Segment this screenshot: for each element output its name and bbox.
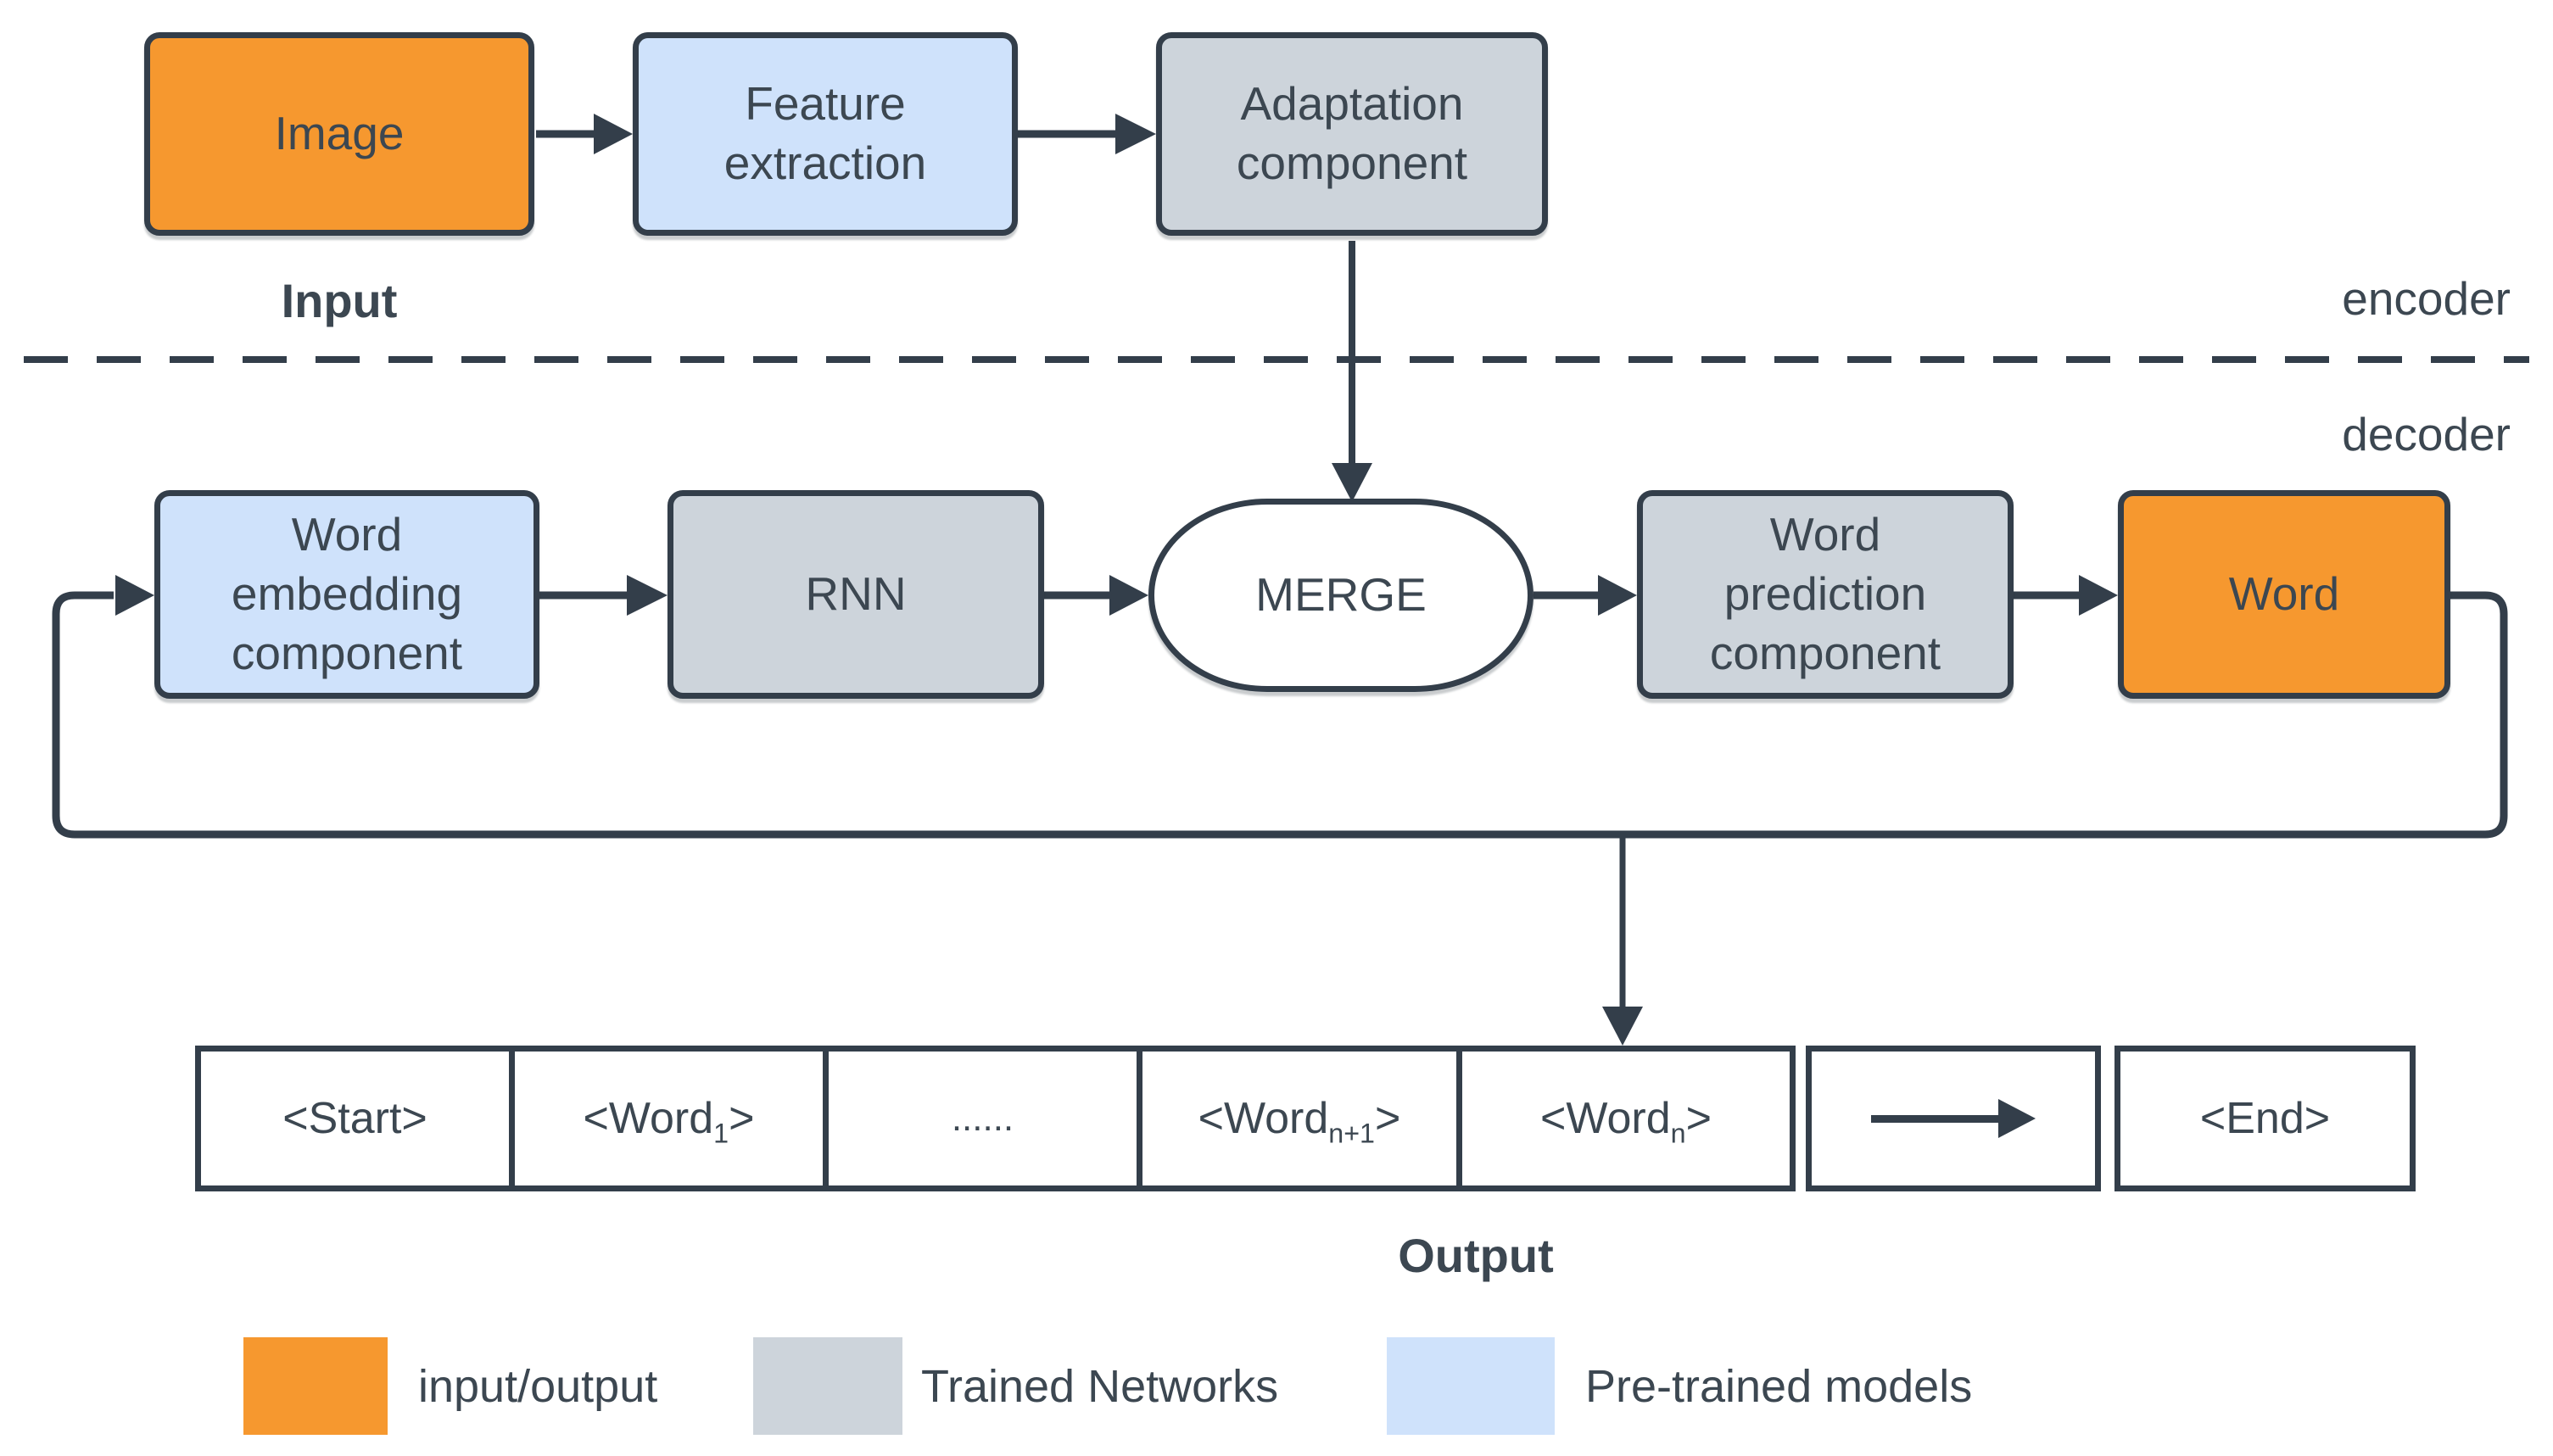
legend-swatch-gray — [753, 1337, 902, 1435]
input-caption: Input — [281, 274, 398, 327]
legend-item-input-output: input/output — [243, 1337, 657, 1435]
legend-swatch-orange — [243, 1337, 388, 1435]
rnn-box: RNN — [668, 490, 1044, 699]
word-prediction-label: Word prediction component — [1709, 508, 1941, 679]
arrow-loop-to-output — [1602, 834, 1643, 1046]
word-embedding-box: Word embedding component — [154, 490, 539, 699]
output-cell-end: <End> — [2114, 1046, 2416, 1191]
adaptation-component-label: Adaptation component — [1236, 77, 1468, 189]
arrow-adaptation-to-merge — [1332, 241, 1372, 502]
output-cell-arrow — [1806, 1046, 2101, 1191]
adaptation-component-box: Adaptation component — [1156, 32, 1548, 236]
output-sequence-strip: <Start> <Word1> ...... <Wordn+1> <Wordn>… — [195, 1046, 2416, 1191]
feature-extraction-box: Feature extraction — [633, 32, 1018, 236]
arrow-right-icon — [1871, 1099, 2036, 1138]
legend-item-pretrained-models: Pre-trained models — [1387, 1337, 1972, 1435]
feature-extraction-label: Feature extraction — [723, 77, 927, 189]
word-box-label: Word — [2228, 567, 2340, 621]
image-box-label: Image — [274, 107, 405, 160]
arrow-rnn-to-merge — [1044, 575, 1148, 616]
decoder-region-label: decoder — [2342, 408, 2511, 460]
arrow-prediction-to-word — [2014, 575, 2118, 616]
arrow-merge-to-prediction — [1533, 575, 1637, 616]
output-cell-start: <Start> — [195, 1046, 515, 1191]
rnn-label: RNN — [805, 567, 907, 621]
legend-label-pretrained-models: Pre-trained models — [1585, 1360, 1973, 1412]
word-prediction-box: Word prediction component — [1637, 490, 2014, 699]
word-box: Word — [2118, 490, 2450, 699]
image-box: Image — [144, 32, 534, 236]
arrow-embedding-to-rnn — [539, 575, 668, 616]
output-caption: Output — [1398, 1229, 1554, 1282]
word-embedding-label: Word embedding component — [231, 508, 463, 679]
merge-node: MERGE — [1148, 499, 1533, 692]
output-cell-word1: <Word1> — [509, 1046, 829, 1191]
encoder-region-label: encoder — [2342, 272, 2511, 325]
legend-label-input-output: input/output — [418, 1360, 658, 1412]
merge-label: MERGE — [1255, 568, 1427, 622]
arrow-image-to-feature — [536, 114, 633, 154]
output-cell-ellipsis: ...... — [823, 1046, 1142, 1191]
output-cell-word-n1: <Wordn+1> — [1137, 1046, 1462, 1191]
legend-label-trained-networks: Trained Networks — [921, 1360, 1279, 1412]
feedback-loop-arrowhead — [115, 575, 154, 616]
arrow-feature-to-adaptation — [1018, 114, 1156, 154]
output-cell-word-n: <Wordn> — [1456, 1046, 1796, 1191]
legend-swatch-blue — [1387, 1337, 1555, 1435]
legend-item-trained-networks: Trained Networks — [753, 1337, 1278, 1435]
